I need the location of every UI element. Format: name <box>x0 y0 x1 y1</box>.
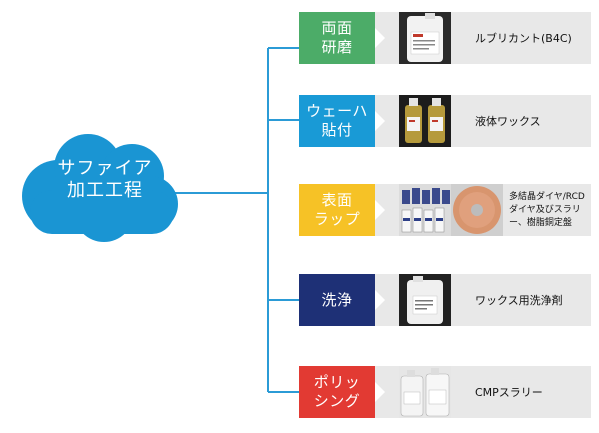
diamond-slurry-bottles-icon <box>399 184 451 236</box>
product-name: ルブリカント(B4C) <box>475 32 572 45</box>
step-label-line-2: 研磨 <box>321 38 353 56</box>
notch-arrow-icon <box>375 382 385 402</box>
step-label-line-1: 両面 <box>321 19 353 37</box>
step-label-tab: ポリッ シング <box>299 366 375 418</box>
lubricant-jug-icon <box>399 12 451 64</box>
product-name: CMPスラリー <box>475 386 543 399</box>
step-cleaning: 洗浄 ワックス用洗浄剤 <box>299 274 591 326</box>
notch-arrow-icon <box>375 28 385 48</box>
step-polishing: ポリッ シング CMPスラリー <box>299 366 591 418</box>
root-label: サファイア 加工工程 <box>30 158 180 202</box>
liquid-wax-bottles-icon <box>399 95 451 147</box>
notch-arrow-icon <box>375 290 385 310</box>
cmp-slurry-jugs-icon <box>399 366 451 418</box>
step-label-line-1: 洗浄 <box>321 290 353 309</box>
resin-copper-plate-icon <box>451 184 503 236</box>
step-label-tab: ウェーハ 貼付 <box>299 95 375 147</box>
product-name: ワックス用洗浄剤 <box>475 294 563 307</box>
step-label-line-1: 表面 <box>321 191 353 209</box>
root-line-1: サファイア <box>57 158 153 179</box>
step-label-line-1: ウェーハ <box>306 102 368 120</box>
step-label-line-2: シング <box>313 392 361 410</box>
product-name: 液体ワックス <box>475 115 541 128</box>
step-label-tab: 表面 ラップ <box>299 184 375 236</box>
step-label-tab: 両面 研磨 <box>299 12 375 64</box>
cleaner-jug-icon <box>399 274 451 326</box>
step-label-line-2: ラップ <box>313 210 361 228</box>
step-double-side-polishing: 両面 研磨 ルブリカント(B4C) <box>299 12 591 64</box>
step-wafer-mounting: ウェーハ 貼付 液体ワックス <box>299 95 591 147</box>
product-name: 多結晶ダイヤ/RCDダイヤ及びスラリー、樹脂銅定盤 <box>509 191 585 228</box>
notch-arrow-icon <box>375 111 385 131</box>
step-label-line-2: 貼付 <box>321 121 353 139</box>
step-label-line-1: ポリッ <box>313 373 361 391</box>
root-line-2: 加工工程 <box>67 180 143 201</box>
notch-arrow-icon <box>375 200 385 220</box>
step-surface-lapping: 表面 ラップ 多結晶ダイヤ/RCDダイヤ及びスラリー、樹脂銅定盤 <box>299 184 591 236</box>
step-label-tab: 洗浄 <box>299 274 375 326</box>
